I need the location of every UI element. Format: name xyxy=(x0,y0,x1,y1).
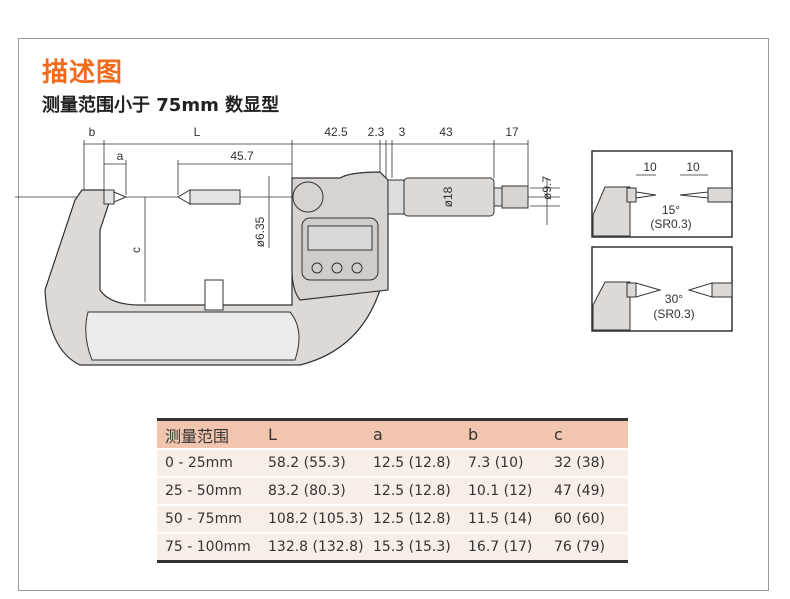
cell: 25 - 50mm xyxy=(165,483,242,499)
detail-30-degree: 30° (SR0.3) xyxy=(591,246,733,332)
detail-15-degree: 10 10 15° (SR0.3) xyxy=(591,150,733,238)
table-row: 50 - 75mm 108.2 (105.3) 12.5 (12.8) 11.5 (1… xyxy=(157,505,628,533)
header-a: a xyxy=(373,425,383,444)
detail-dim-left: 10 xyxy=(643,160,657,174)
header-c: c xyxy=(554,425,563,444)
cell: 75 - 100mm xyxy=(165,539,251,555)
detail-sr-top: (SR0.3) xyxy=(650,217,691,231)
button-icon xyxy=(311,262,323,274)
spec-table: 测量范围 L a b c 0 - 25mm 58.2 (55.3) 12.5 (12… xyxy=(157,418,628,563)
cell: 50 - 75mm xyxy=(165,511,242,527)
dim-42-5: 42.5 xyxy=(324,125,348,139)
page-title: 描述图 xyxy=(42,58,124,88)
dim-b: b xyxy=(89,125,96,139)
anvil xyxy=(103,189,115,205)
page-frame xyxy=(18,38,769,591)
dim-43: 43 xyxy=(439,125,453,139)
ratchet xyxy=(501,185,529,209)
cell: 108.2 (105.3) xyxy=(268,511,364,527)
dim-phi-18: ø18 xyxy=(441,186,455,207)
clamp xyxy=(292,181,324,213)
header-range: 测量范围 xyxy=(165,426,230,446)
table-row: 0 - 25mm 58.2 (55.3) 12.5 (12.8) 7.3 (10) 32… xyxy=(157,449,628,477)
cell: 32 (38) xyxy=(554,455,606,471)
cell: 76 (79) xyxy=(554,539,606,555)
page-subtitle: 测量范围小于 75mm 数显型 xyxy=(42,95,280,116)
cell: 83.2 (80.3) xyxy=(268,483,346,499)
heat-insulator xyxy=(85,311,300,361)
cell: 132.8 (132.8) xyxy=(268,539,364,555)
cell: 10.1 (12) xyxy=(468,483,533,499)
cell: 60 (60) xyxy=(554,511,606,527)
dim-3: 3 xyxy=(399,125,406,139)
table-header-row: 测量范围 L a b c xyxy=(157,419,628,449)
spindle xyxy=(189,189,241,205)
lcd-screen xyxy=(307,225,373,251)
cell: 15.3 (15.3) xyxy=(373,539,451,555)
cell: 16.7 (17) xyxy=(468,539,533,555)
dim-17: 17 xyxy=(505,125,519,139)
button-icon xyxy=(351,262,363,274)
detail-angle-30: 30° xyxy=(665,292,683,306)
detail-angle-15: 15° xyxy=(662,203,680,217)
detail-dim-right: 10 xyxy=(686,160,700,174)
cell: 7.3 (10) xyxy=(468,455,524,471)
header-b: b xyxy=(468,425,479,444)
dim-a: a xyxy=(117,149,124,163)
cell: 12.5 (12.8) xyxy=(373,455,451,471)
dim-phi-9-7: ø9.7 xyxy=(540,176,554,200)
cell: 58.2 (55.3) xyxy=(268,455,346,471)
dim-c: c xyxy=(129,247,143,253)
cell: 47 (49) xyxy=(554,483,606,499)
header-L: L xyxy=(268,425,277,444)
cell: 11.5 (14) xyxy=(468,511,533,527)
button-icon xyxy=(331,262,343,274)
table-row: 25 - 50mm 83.2 (80.3) 12.5 (12.8) 10.1 (12)… xyxy=(157,477,628,505)
cell: 0 - 25mm xyxy=(165,455,233,471)
dim-L: L xyxy=(194,125,201,139)
detail-sr-bottom: (SR0.3) xyxy=(653,307,694,321)
dim-45-7: 45.7 xyxy=(230,149,254,163)
thimble-collar xyxy=(387,179,405,215)
cell: 12.5 (12.8) xyxy=(373,483,451,499)
table-row: 75 - 100mm 132.8 (132.8) 15.3 (15.3) 16.7 (… xyxy=(157,533,628,562)
dim-2-3: 2.3 xyxy=(368,125,385,139)
dim-phi-6-35: ø6.35 xyxy=(253,216,267,247)
cell: 12.5 (12.8) xyxy=(373,511,451,527)
